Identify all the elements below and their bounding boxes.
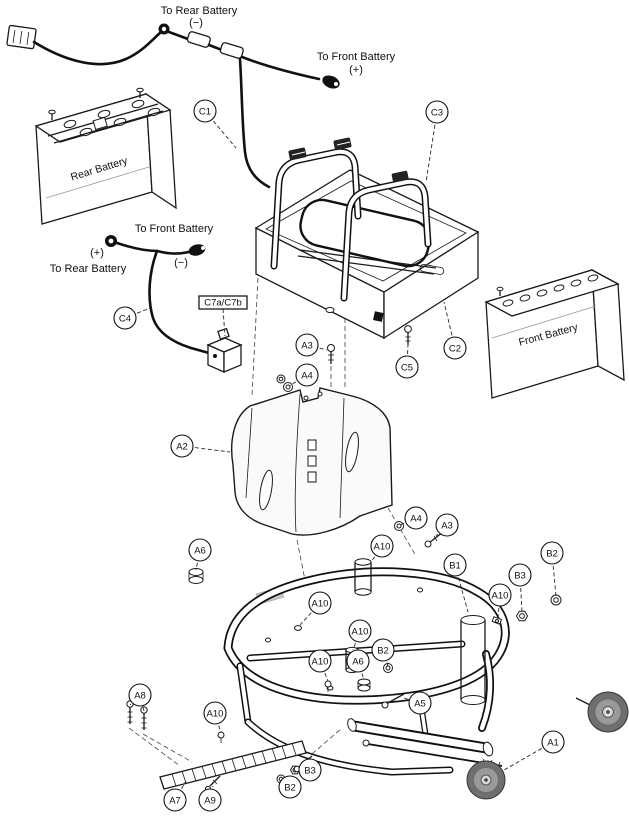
callout-a8: A8 xyxy=(128,683,152,712)
label-to-front-battery-mid: To Front Battery xyxy=(135,223,214,235)
svg-text:A10: A10 xyxy=(492,590,509,601)
callout-c5: C5 xyxy=(395,343,419,379)
callout-a5: A5 xyxy=(403,691,432,715)
svg-text:C1: C1 xyxy=(199,106,211,117)
tray-bolt xyxy=(404,325,412,333)
anti-tip-wheel xyxy=(466,760,506,800)
svg-text:A6: A6 xyxy=(194,545,206,556)
callout-a10: A10 xyxy=(308,649,332,682)
seat-post-cylinder xyxy=(460,615,486,705)
callout-b1: B1 xyxy=(443,553,469,613)
callout-a3: A3 xyxy=(295,333,328,357)
svg-text:C2: C2 xyxy=(449,343,461,354)
bolt xyxy=(385,693,405,705)
spacer-ring xyxy=(357,678,371,692)
svg-text:B1: B1 xyxy=(449,560,461,571)
circuit-breaker xyxy=(206,327,243,373)
svg-text:C4: C4 xyxy=(119,313,131,324)
callout-b3: B3 xyxy=(296,758,322,782)
callout-a6: A6 xyxy=(346,649,370,681)
callout-b2: B2 xyxy=(278,775,302,799)
svg-text:C5: C5 xyxy=(401,362,413,373)
bracket-hardware xyxy=(276,344,444,548)
boxed-label-text: C7a/C7b xyxy=(204,298,242,309)
boxed-label-c7: C7a/C7b xyxy=(198,295,248,337)
callout-a7: A7 xyxy=(163,780,187,812)
anti-tip-wheel xyxy=(575,691,629,733)
callout-a4: A4 xyxy=(399,506,428,530)
frame-stub-cylinder xyxy=(354,558,372,596)
callout-c4: C4 xyxy=(113,306,151,330)
svg-text:A10: A10 xyxy=(312,598,329,609)
rivet xyxy=(324,680,332,688)
label-polarity-pos-mid: (+) xyxy=(90,247,104,259)
svg-text:A7: A7 xyxy=(169,795,181,806)
svg-text:B2: B2 xyxy=(377,645,389,656)
label-polarity-pos-top: (+) xyxy=(349,64,363,76)
rear-battery xyxy=(34,87,177,225)
callout-a6: A6 xyxy=(188,538,212,571)
svg-text:A4: A4 xyxy=(410,513,422,524)
callout-a10: A10 xyxy=(370,534,394,563)
harness-connector-plug xyxy=(6,24,37,50)
callout-c1: C1 xyxy=(193,99,237,149)
spacer-ring xyxy=(188,568,204,584)
label-to-front-battery-top: To Front Battery xyxy=(317,51,396,63)
svg-text:A4: A4 xyxy=(301,370,313,381)
callout-a9: A9 xyxy=(198,785,222,812)
svg-text:B3: B3 xyxy=(304,765,316,776)
callout-a3: A3 xyxy=(435,513,459,537)
svg-text:A3: A3 xyxy=(441,520,453,531)
battery-strap-loop xyxy=(299,198,431,268)
battery-tray xyxy=(254,137,480,345)
callout-b2: B2 xyxy=(371,638,395,667)
svg-text:C3: C3 xyxy=(431,107,443,118)
top-wire-harness xyxy=(6,23,340,189)
svg-text:A10: A10 xyxy=(374,541,391,552)
svg-text:A1: A1 xyxy=(547,737,559,748)
svg-text:A6: A6 xyxy=(352,656,364,667)
svg-text:A2: A2 xyxy=(176,441,188,452)
label-polarity-neg-mid: (−) xyxy=(174,257,188,269)
svg-text:A3: A3 xyxy=(301,340,313,351)
callout-b2: B2 xyxy=(540,541,564,597)
svg-text:B2: B2 xyxy=(546,548,558,559)
ring-terminal-front-pos xyxy=(322,75,340,89)
callout-a2: A2 xyxy=(170,434,231,458)
callout-a10: A10 xyxy=(203,701,227,734)
callout-b3: B3 xyxy=(508,563,532,613)
svg-text:A10: A10 xyxy=(352,626,369,637)
svg-text:A5: A5 xyxy=(414,698,426,709)
callout-a10: A10 xyxy=(348,619,372,651)
callout-a10: A10 xyxy=(488,583,512,619)
boot-terminal-mid xyxy=(188,244,206,256)
mid-wire-harness xyxy=(105,235,211,355)
ribbed-rail xyxy=(159,740,307,790)
svg-text:B2: B2 xyxy=(284,782,296,793)
svg-text:B3: B3 xyxy=(514,570,526,581)
callout-a10: A10 xyxy=(299,591,332,626)
svg-text:A10: A10 xyxy=(207,708,224,719)
label-to-rear-battery-top: To Rear Battery xyxy=(161,5,238,17)
frame-assembly xyxy=(126,558,629,800)
svg-text:A8: A8 xyxy=(134,690,146,701)
front-battery xyxy=(484,268,625,399)
callout-a1: A1 xyxy=(503,730,565,771)
callout-c2: C2 xyxy=(443,301,467,360)
svg-text:A10: A10 xyxy=(312,656,329,667)
svg-text:A9: A9 xyxy=(204,795,216,806)
label-to-rear-battery-mid: To Rear Battery xyxy=(50,263,127,275)
screw xyxy=(327,344,335,352)
harness-clip xyxy=(391,170,409,183)
label-polarity-neg-top: (−) xyxy=(189,17,203,29)
callout-c3: C3 xyxy=(425,100,449,183)
callout-a4: A4 xyxy=(288,363,319,387)
mounting-bracket xyxy=(230,387,393,536)
